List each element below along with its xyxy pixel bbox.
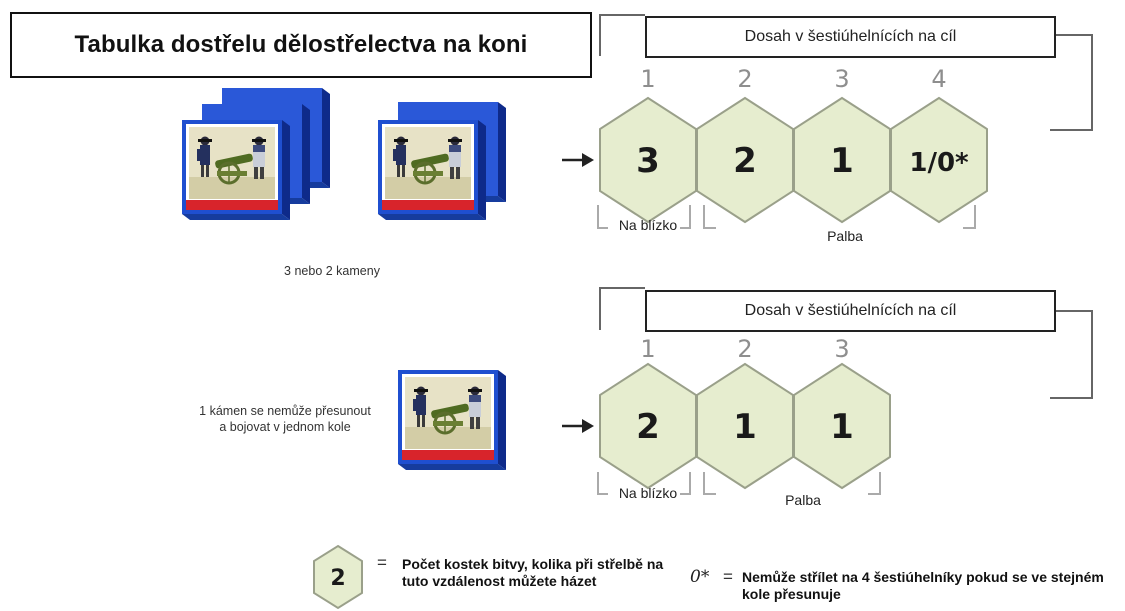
upper-units-caption: 3 nebo 2 kameny xyxy=(284,264,380,278)
legend-zero-explanation: Nemůže střílet na 4 šestiúhelníky pokud … xyxy=(742,569,1104,603)
lower-arrow xyxy=(562,419,594,433)
lower-fire-label: Palba xyxy=(785,492,821,508)
lower-unit-caption: 1 kámen se nemůže přesunout a bojovat v … xyxy=(199,404,371,435)
legend-zero-symbol: 0* xyxy=(690,567,710,587)
upper-range-brackets xyxy=(597,205,976,229)
lower-hex-value: 1 xyxy=(830,407,854,447)
lower-hex-row: 2 1 1 xyxy=(599,362,891,490)
upper-hex: 3 xyxy=(599,96,697,224)
upper-unit-stack-a xyxy=(182,88,330,220)
upper-hex-value: 1 xyxy=(830,141,854,181)
lower-range-brackets xyxy=(597,472,881,495)
legend-equals-2: = xyxy=(723,567,733,586)
upper-unit-stack-b xyxy=(378,102,506,220)
upper-close-label: Na blízko xyxy=(618,217,678,233)
lower-range-number: 1 xyxy=(640,335,655,363)
lower-hex-value: 1 xyxy=(733,407,757,447)
upper-hex-row: 3 2 1 1/0* xyxy=(599,96,988,224)
legend-hex-value: 2 xyxy=(330,566,345,591)
legend-hex-explanation: Počet kostek bitvy, kolika při střelbě n… xyxy=(402,556,664,590)
lower-unit-block xyxy=(398,370,506,470)
lower-range-header: Dosah v šestiúhelnících na cíl xyxy=(645,290,1056,332)
upper-fire-label: Palba xyxy=(827,228,863,244)
lower-range-number: 3 xyxy=(834,335,849,363)
legend-hex: 2 xyxy=(313,544,363,610)
lower-hex: 1 xyxy=(793,362,891,490)
upper-range-header: Dosah v šestiúhelnících na cíl xyxy=(645,16,1056,58)
upper-range-number: 3 xyxy=(834,65,849,93)
lower-close-label: Na blízko xyxy=(618,485,678,501)
lower-range-digits: 1 2 3 xyxy=(640,335,849,363)
upper-hex-value: 3 xyxy=(636,141,660,181)
page-title: Tabulka dostřelu dělostřelectva na koni xyxy=(10,12,592,78)
upper-arrow xyxy=(562,153,594,167)
upper-hex: 1/0* xyxy=(890,96,988,224)
upper-range-number: 1 xyxy=(640,65,655,93)
upper-range-number: 2 xyxy=(737,65,752,93)
lower-hex: 2 xyxy=(599,362,697,490)
lower-bracket xyxy=(599,287,1093,399)
upper-hex: 2 xyxy=(696,96,794,224)
upper-hex: 1 xyxy=(793,96,891,224)
lower-hex: 1 xyxy=(696,362,794,490)
upper-bracket xyxy=(599,14,1093,131)
upper-hex-value: 1/0* xyxy=(909,148,969,178)
upper-range-digits: 1 2 3 4 xyxy=(640,65,946,93)
upper-range-number: 4 xyxy=(931,65,946,93)
lower-range-number: 2 xyxy=(737,335,752,363)
legend-equals: = xyxy=(377,553,387,572)
lower-hex-value: 2 xyxy=(636,407,660,447)
upper-hex-value: 2 xyxy=(733,141,757,181)
